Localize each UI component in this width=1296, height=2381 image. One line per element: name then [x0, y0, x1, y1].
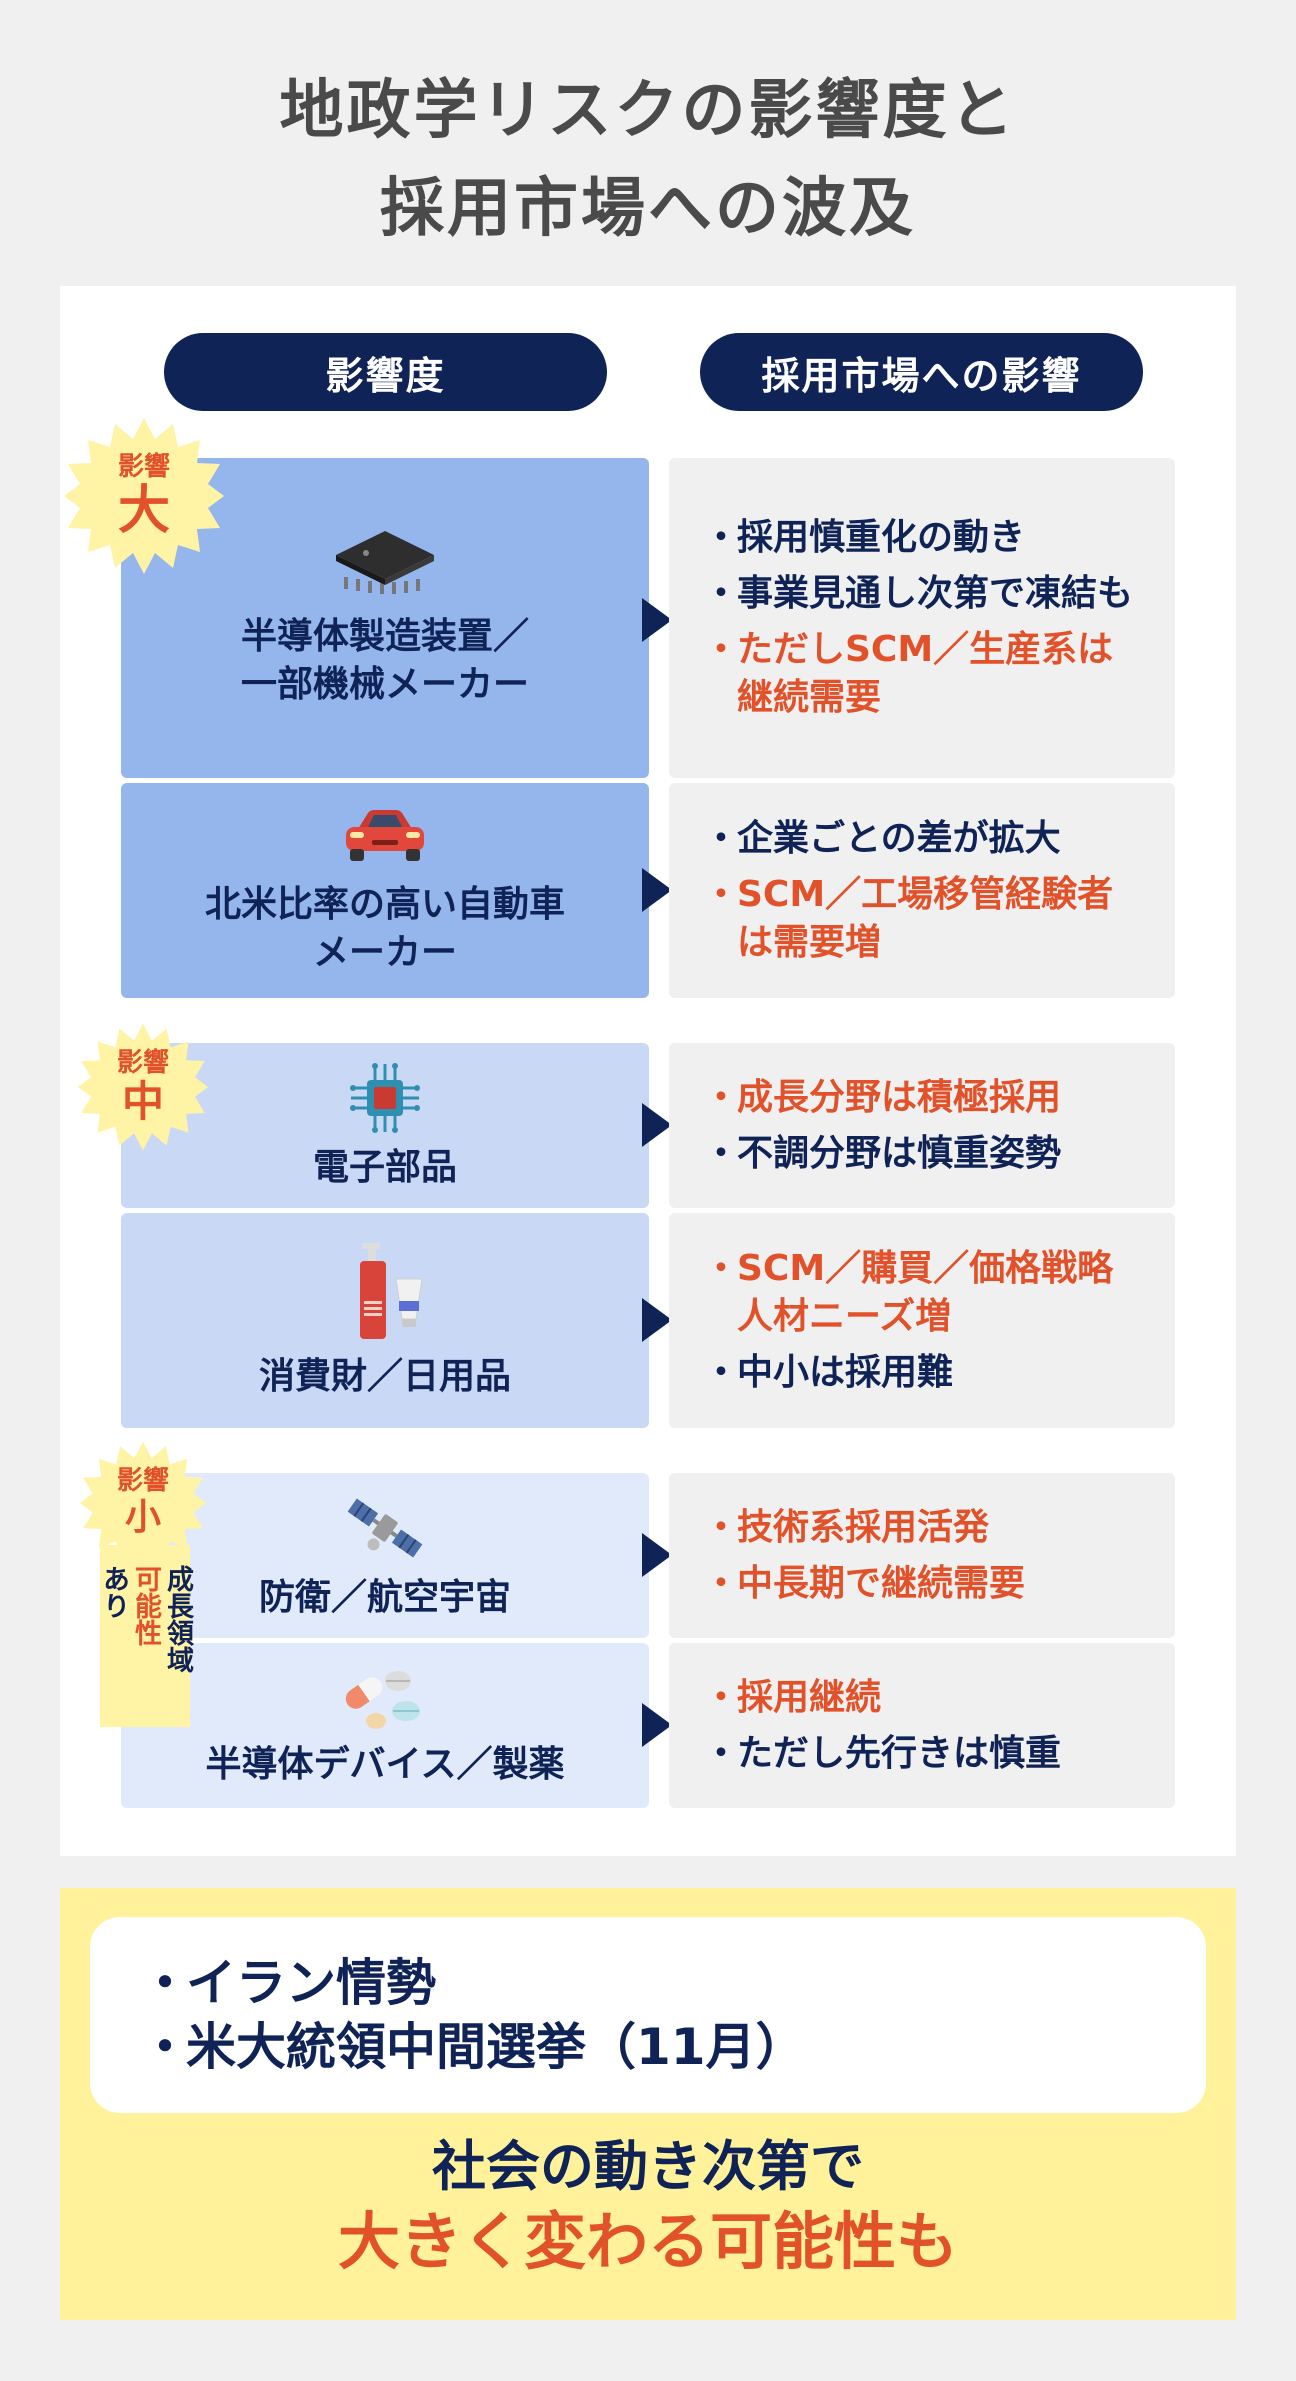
conclusion: 社会の動き次第で 大きく変わる可能性も — [337, 2135, 958, 2278]
impact-mid-badge: 影響 中 — [78, 1022, 208, 1152]
impact-high-badge: 影響 大 — [64, 416, 224, 576]
impact-detail-semiconductor-pharma: ・採用継続 ・ただし先行きは慎重 — [669, 1643, 1175, 1808]
row-label: 電子部品 — [312, 1146, 457, 1188]
list-item: ・採用継続 — [703, 1676, 882, 1718]
car-icon — [340, 805, 430, 869]
bottles-icon — [340, 1241, 430, 1345]
starburst-icon — [80, 1441, 206, 1565]
chip-icon — [330, 527, 440, 601]
starburst-icon — [64, 418, 224, 574]
pills-icon — [340, 1663, 430, 1739]
row-label: 北米比率の高い自動車 メーカー — [204, 883, 565, 973]
row-label: 半導体製造装置／ 一部機械メーカー — [240, 616, 529, 705]
arrow-icon — [642, 1298, 672, 1342]
impact-detail-defense-aerospace: ・技術系採用活発 ・中長期で継続需要 — [669, 1473, 1175, 1638]
list-item: ・米大統領中間選挙（11月） — [140, 2018, 806, 2076]
list-item: ・SCM／工場移管経験者は需要増 — [703, 873, 1114, 963]
row-label: 消費財／日用品 — [258, 1355, 511, 1397]
list-item: ・技術系採用活発 — [703, 1506, 990, 1548]
impact-detail-electronic-components: ・成長分野は積極採用 ・不調分野は慎重姿勢 — [669, 1043, 1175, 1208]
list-item: ・採用慎重化の動き — [703, 517, 1026, 558]
impact-detail-consumer-goods: ・SCM／購買／価格戦略人材ニーズ増 ・中小は採用難 — [669, 1213, 1175, 1428]
impact-row-electronic-components: 電子部品 — [121, 1043, 649, 1208]
circuit-icon — [347, 1060, 423, 1140]
impact-row-consumer-goods: 消費財／日用品 — [121, 1213, 649, 1428]
growth-potential-tag: 成長領域 可能性 あり — [98, 1545, 193, 1727]
impact-detail-semiconductor-equipment: ・採用慎重化の動き ・事業見通し次第で凍結も ・ただしSCM／生産系は継続需要 — [669, 458, 1175, 778]
risk-factors-card: ・イラン情勢 ・米大統領中間選挙（11月） — [90, 1917, 1206, 2113]
arrow-icon — [642, 868, 672, 912]
arrow-icon — [642, 1533, 672, 1577]
header-impact-level: 影響度 — [164, 333, 607, 411]
row-label: 防衛／航空宇宙 — [258, 1576, 511, 1618]
list-item: ・ただしSCM／生産系は継続需要 — [703, 629, 1114, 718]
impact-row-automotive: 北米比率の高い自動車 メーカー — [121, 783, 649, 998]
satellite-icon — [343, 1490, 427, 1570]
list-item: ・中小は採用難 — [703, 1351, 954, 1393]
row-label: 半導体デバイス／製薬 — [205, 1743, 565, 1785]
arrow-icon — [642, 1103, 672, 1147]
impact-row-semiconductor-pharma: 半導体デバイス／製薬 — [121, 1643, 649, 1808]
list-item: ・中長期で継続需要 — [703, 1562, 1026, 1604]
page-title: 地政学リスクの影響度と 採用市場への波及 — [279, 74, 1017, 246]
impact-row-defense-aerospace: 防衛／航空宇宙 — [121, 1473, 649, 1638]
list-item: ・成長分野は積極採用 — [703, 1076, 1062, 1118]
header-hiring-impact: 採用市場への影響 — [700, 333, 1143, 411]
list-item: ・事業見通し次第で凍結も — [703, 573, 1134, 614]
list-item: ・企業ごとの差が拡大 — [703, 817, 1061, 859]
list-item: ・不調分野は慎重姿勢 — [703, 1132, 1062, 1174]
list-item: ・SCM／購買／価格戦略人材ニーズ増 — [703, 1247, 1114, 1337]
list-item: ・イラン情勢 — [140, 1954, 436, 2012]
list-item: ・ただし先行きは慎重 — [703, 1732, 1062, 1774]
arrow-icon — [642, 1703, 672, 1747]
starburst-icon — [78, 1023, 208, 1151]
arrow-icon — [642, 598, 672, 642]
impact-low-badge: 影響 小 — [80, 1440, 206, 1566]
impact-detail-automotive: ・企業ごとの差が拡大 ・SCM／工場移管経験者は需要増 — [669, 783, 1175, 998]
